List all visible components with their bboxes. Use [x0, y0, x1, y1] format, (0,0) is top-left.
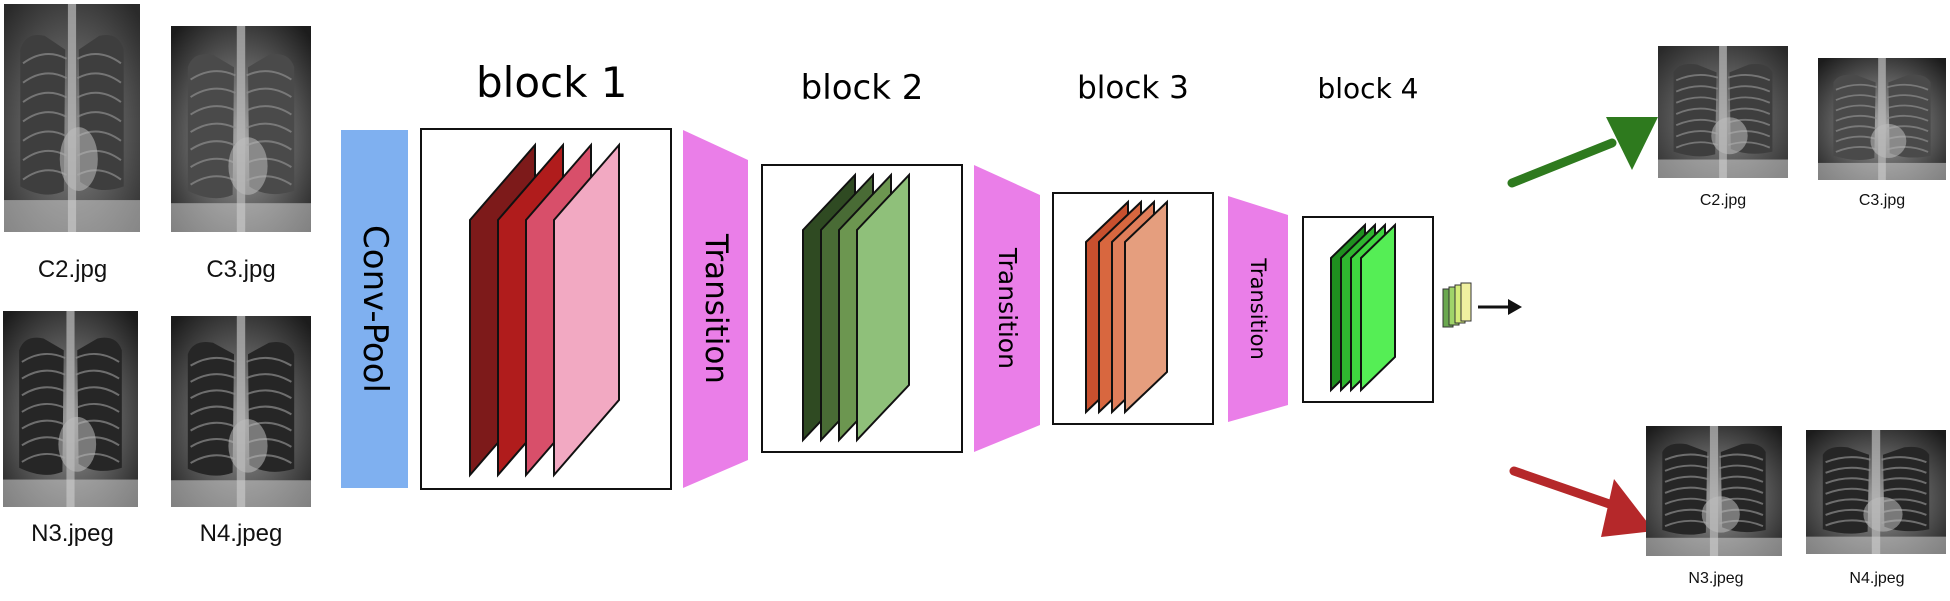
- input-caption-n4: N4.jpeg: [199, 520, 283, 547]
- input-caption-n3: N3.jpeg: [31, 520, 114, 547]
- chest-xray-graphic: [171, 26, 311, 232]
- output-caption-c3: C3.jpg: [1858, 192, 1906, 209]
- input-image-c2: [4, 4, 140, 237]
- input-image-n3: [3, 311, 138, 512]
- output-image-c2: [1658, 46, 1788, 183]
- block-1-feature-maps: [469, 142, 620, 478]
- output-image-c3: [1818, 58, 1946, 185]
- conv-pool-label: Conv-Pool: [354, 225, 395, 393]
- block-4-title: block 4: [1317, 72, 1419, 105]
- feature-map-layer: [1360, 222, 1396, 393]
- input-image-n4: [171, 316, 311, 512]
- block-2-title: block 2: [800, 68, 924, 108]
- transition-2-label: Transition: [992, 248, 1022, 369]
- transition-3-label-box: Transition: [1228, 196, 1288, 422]
- output-caption-n3: N3.jpeg: [1688, 570, 1744, 587]
- block-1-title: block 1: [476, 58, 628, 107]
- chest-xray-graphic: [1646, 426, 1782, 556]
- chest-xray-graphic: [1818, 58, 1946, 180]
- input-caption-c3: C3.jpg: [206, 256, 276, 283]
- output-image-n3: [1646, 426, 1782, 561]
- chest-xray-graphic: [1658, 46, 1788, 178]
- transition-1-label-box: Transition: [683, 130, 748, 488]
- output-caption-c2: C2.jpg: [1699, 192, 1747, 209]
- input-image-c3: [171, 26, 311, 237]
- chest-xray-graphic: [171, 316, 311, 507]
- block-2-feature-maps: [802, 172, 910, 443]
- output-feature-layer: [1460, 282, 1472, 322]
- block-3-title: block 3: [1077, 70, 1189, 106]
- input-caption-c2: C2.jpg: [37, 256, 108, 283]
- conv-pool-bar: [341, 130, 408, 488]
- transition-3-shape: [1228, 196, 1288, 422]
- transition-2-label-box: Transition: [974, 165, 1040, 452]
- transition-1-shape: [683, 130, 748, 488]
- block-4-feature-maps: [1330, 222, 1396, 393]
- chest-xray-graphic: [4, 4, 140, 232]
- chest-xray-graphic: [1806, 430, 1946, 554]
- transition-3-label: Transition: [1246, 258, 1270, 360]
- feature-map-layer: [856, 172, 910, 443]
- block-3-feature-maps: [1085, 199, 1168, 415]
- transition-1-label: Transition: [697, 234, 734, 384]
- chest-xray-graphic: [3, 311, 138, 507]
- output-feature-stack: [1442, 282, 1472, 328]
- output-arrow-head: [1508, 299, 1522, 315]
- feature-map-layer: [553, 142, 620, 478]
- transition-2-shape: [974, 165, 1040, 452]
- output-caption-n4: N4.jpeg: [1849, 570, 1905, 587]
- output-image-n4: [1806, 430, 1946, 559]
- normal-arrow: [1509, 466, 1654, 537]
- conv-pool-label-box: Conv-Pool: [341, 130, 408, 488]
- covid-arrow: [1507, 117, 1658, 188]
- feature-map-layer: [1124, 199, 1168, 415]
